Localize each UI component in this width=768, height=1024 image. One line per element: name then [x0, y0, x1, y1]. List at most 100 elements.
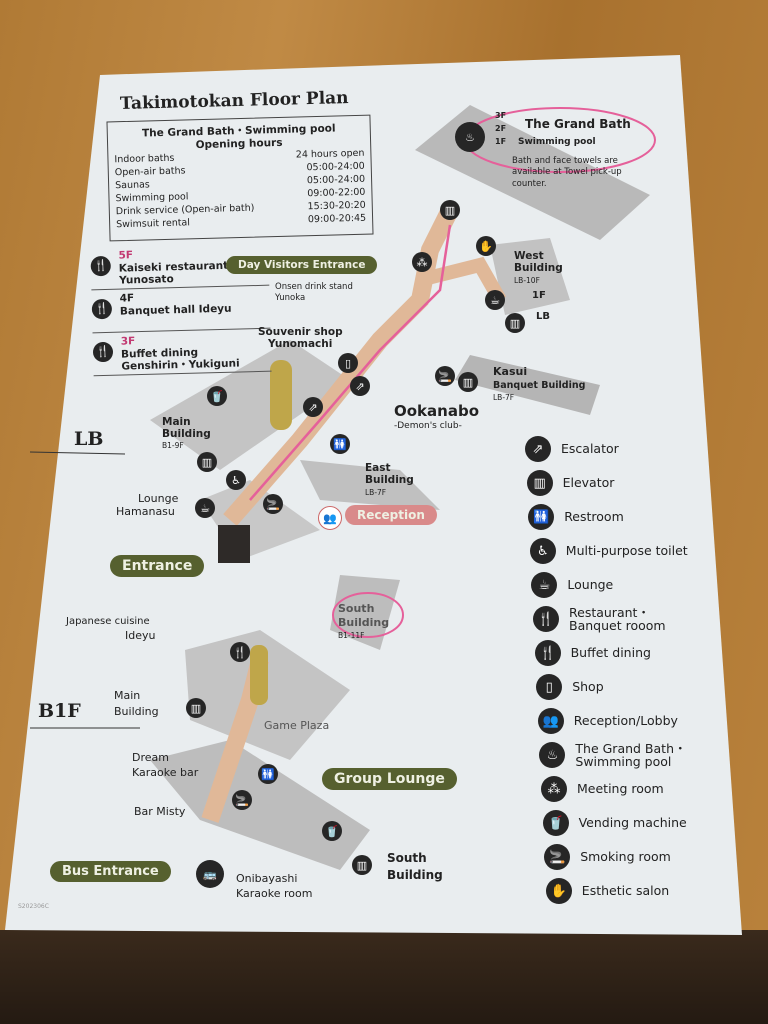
- legend-item: 👥Reception/Lobby: [537, 704, 688, 738]
- bath-floor-3f: 3F: [495, 111, 507, 120]
- elevator-icon: ▥: [352, 855, 372, 875]
- legend-item: 🍴 Buffet dining: [534, 636, 688, 670]
- legend-item: 🥤 Vending machine: [542, 806, 688, 840]
- legend-label: Multi-purpose toilet: [565, 543, 688, 559]
- elevator-icon: ▥: [197, 452, 217, 472]
- buffet-icon: 🍴: [534, 640, 561, 666]
- souvenir-shop-label: Souvenir shop: [258, 326, 343, 338]
- west-lb-label: LB: [536, 311, 550, 322]
- shop-icon: ▯: [536, 674, 563, 700]
- legend-item: ♿ Multi-purpose toilet: [529, 534, 688, 568]
- elevator-icon: ▥: [186, 698, 206, 718]
- floor-venue-sub: Genshirin・Yukiguni: [121, 357, 240, 373]
- kasui-sub: Banquet Building: [493, 380, 586, 391]
- meeting-icon: ⁂: [412, 252, 432, 272]
- west-building-shape: [490, 238, 570, 315]
- vending-icon: 🥤: [322, 821, 342, 841]
- wheelchair-icon: ♿: [226, 470, 246, 490]
- onsen-stand-label: Onsen drink stand: [275, 282, 353, 292]
- kasui-floors: LB-7F: [493, 393, 515, 402]
- towel-note-3: counter.: [512, 179, 547, 189]
- escalator-icon: ⇗: [350, 376, 370, 396]
- demon-club-statue-b1: [250, 645, 268, 705]
- b1-main-building-sub: Building: [114, 705, 159, 718]
- swimming-pool-label: Swimming pool: [518, 137, 596, 147]
- legend-label: The Grand Bath・ Swimming pool: [575, 740, 687, 769]
- level-lb: LB: [74, 428, 104, 450]
- legend-label: Elevator: [562, 475, 615, 491]
- legend-item: ♨ The Grand Bath・ Swimming pool: [539, 738, 687, 772]
- legend-label: Vending machine: [578, 815, 687, 831]
- main-building-sub: Building: [162, 428, 211, 440]
- dream-label: Dream: [132, 751, 169, 764]
- elevator-icon: ▥: [526, 470, 553, 496]
- legend-label: Meeting room: [577, 781, 664, 797]
- b1-main-building-label: Main: [114, 689, 141, 702]
- opening-hours-box: The Grand Bath・Swimming pool Opening hou…: [106, 114, 374, 242]
- dream-sub: Karaoke bar: [132, 766, 199, 779]
- east-building-sub: Building: [365, 474, 414, 486]
- legend-label: Esthetic salon: [581, 883, 670, 899]
- bus-icon: 🚌: [196, 860, 224, 888]
- grand-bath-label: The Grand Bath: [525, 117, 631, 131]
- legend-item: 🚬 Smoking room: [544, 840, 688, 874]
- demon-club-statue: [270, 360, 292, 430]
- legend-item: ▥ Elevator: [526, 466, 688, 500]
- kasui-building-shape: [455, 355, 600, 415]
- legend-item: 🚻Restroom: [528, 500, 688, 534]
- shop-icon: ▯: [338, 353, 358, 373]
- cup-icon: ☕: [531, 572, 558, 598]
- vending-icon: 🥤: [542, 810, 569, 836]
- west-corridor: [418, 256, 507, 304]
- west-building-sub: Building: [514, 262, 563, 274]
- smoking-icon: 🚬: [263, 494, 283, 514]
- hours-facility: Open-air baths: [114, 165, 186, 179]
- lounge-label: Lounge: [138, 492, 179, 505]
- highlighter-circle-south: [332, 592, 404, 638]
- legend-label: Escalator: [561, 441, 619, 457]
- wheelchair-icon: ♿: [529, 538, 556, 564]
- bar-misty-label: Bar Misty: [134, 805, 186, 818]
- kasui-label: Kasui: [493, 365, 528, 378]
- reception-icon: 👥: [537, 708, 564, 734]
- smoking-icon: 🚬: [544, 844, 571, 870]
- hours-time: 09:00-20:45: [307, 212, 367, 226]
- salon-icon: ✋: [476, 236, 496, 256]
- bus-entrance-label: Bus Entrance: [50, 861, 171, 882]
- escalator-icon: ⇗: [303, 397, 323, 417]
- east-building-shape: [300, 460, 440, 510]
- legend-label: Lounge: [567, 577, 614, 593]
- bath-icon: ♨: [539, 742, 566, 768]
- smoking-icon: 🚬: [435, 366, 455, 386]
- entrance-gate: [218, 525, 250, 563]
- east-building-label: East: [365, 462, 391, 474]
- souvenir-shop-sub: Yunomachi: [268, 338, 333, 350]
- south-building-floors: B1-11F: [338, 631, 365, 640]
- towel-note-1: Bath and face towels are: [512, 156, 618, 166]
- entrance-label: Entrance: [110, 555, 205, 577]
- east-building-floors: LB-7F: [365, 488, 387, 497]
- elevator-icon: ▥: [440, 200, 460, 220]
- restaurant-icon: 🍴: [91, 298, 113, 320]
- buffet-icon: 🍴: [92, 341, 114, 363]
- demons-club-label: -Demon's club-: [394, 421, 462, 431]
- hours-facility: Swimsuit rental: [116, 217, 191, 231]
- bath-icon: ♨: [455, 122, 485, 152]
- meeting-icon: ⁂: [541, 776, 567, 802]
- b1-south-shape: [150, 740, 370, 870]
- onsen-stand-sub: Yunoka: [275, 293, 306, 303]
- lounge-icon: ☕: [195, 498, 215, 518]
- legend-label: Restroom: [564, 509, 624, 525]
- legend-item: ⇗Escalator: [525, 432, 688, 466]
- table-edge: [0, 930, 768, 1024]
- highlighter-route: [249, 224, 452, 501]
- legend-label: Buffet dining: [570, 645, 651, 661]
- group-lounge-label: Group Lounge: [322, 768, 457, 790]
- print-code: S202306C: [18, 903, 49, 910]
- main-building-floors: B1-9F: [162, 441, 184, 450]
- restaurant-icon: 🍴: [533, 606, 559, 632]
- south-building-sub: Building: [338, 616, 390, 629]
- legend-label: Smoking room: [580, 849, 671, 865]
- legend: ⇗Escalator ▥ Elevator 🚻Restroom ♿ Multi-purpo…: [525, 432, 688, 908]
